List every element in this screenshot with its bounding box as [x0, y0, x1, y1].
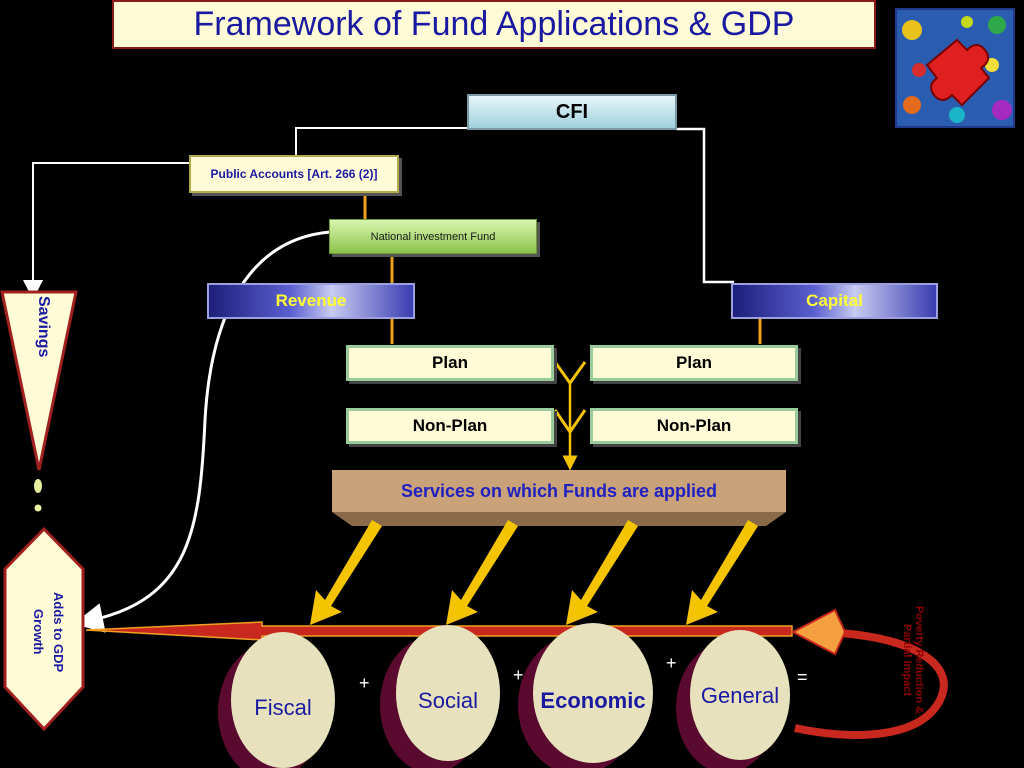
- plan-right-box: Plan: [590, 345, 798, 381]
- general-label: General: [700, 683, 780, 708]
- services-bevel: [332, 512, 786, 526]
- cfi-to-public-accounts-line: [295, 127, 472, 157]
- economic-label: Economic: [540, 688, 646, 713]
- services-box: Services on which Funds are applied: [332, 470, 786, 512]
- arrow-to-social: [446, 520, 518, 625]
- gdp-shape: [3, 527, 85, 732]
- fiscal-label: Fiscal: [254, 695, 312, 720]
- cfi-box: CFI: [467, 94, 677, 130]
- arrow-to-general: [686, 520, 758, 625]
- revenue-box: Revenue: [207, 283, 415, 319]
- poverty-feedback-arrow: [794, 627, 948, 739]
- plus-operator-2: +: [513, 665, 524, 685]
- nonplan-left-box: Non-Plan: [346, 408, 554, 444]
- page-title: Framework of Fund Applications & GDP: [112, 0, 876, 49]
- nif-to-gdp-curve-arrow: [73, 230, 331, 633]
- plus-operator-3: +: [666, 653, 677, 673]
- equals-operator: =: [797, 667, 808, 687]
- social-label: Social: [418, 688, 478, 713]
- plan-left-box: Plan: [346, 345, 554, 381]
- general-circle: [676, 630, 790, 768]
- gdp-label: Adds to GDP Growth: [31, 591, 66, 673]
- fiscal-circle: [218, 632, 335, 768]
- cfi-to-capital-line: [676, 127, 734, 284]
- nonplan-right-box: Non-Plan: [590, 408, 798, 444]
- national-investment-fund-box: National investment Fund: [329, 219, 537, 254]
- savings-triangle: [0, 290, 78, 471]
- capital-box: Capital: [731, 283, 938, 319]
- arrow-to-fiscal: [310, 520, 382, 625]
- plus-operator-1: +: [359, 673, 370, 693]
- economic-circle: [518, 623, 653, 768]
- social-circle: [380, 625, 500, 768]
- savings-label: Savings: [35, 296, 52, 358]
- arrow-to-economic: [566, 520, 638, 625]
- public-accounts-to-savings-arrow: [23, 162, 191, 300]
- public-accounts-box: Public Accounts [Art. 266 (2)]: [189, 155, 399, 193]
- puzzle-image: [895, 8, 1015, 128]
